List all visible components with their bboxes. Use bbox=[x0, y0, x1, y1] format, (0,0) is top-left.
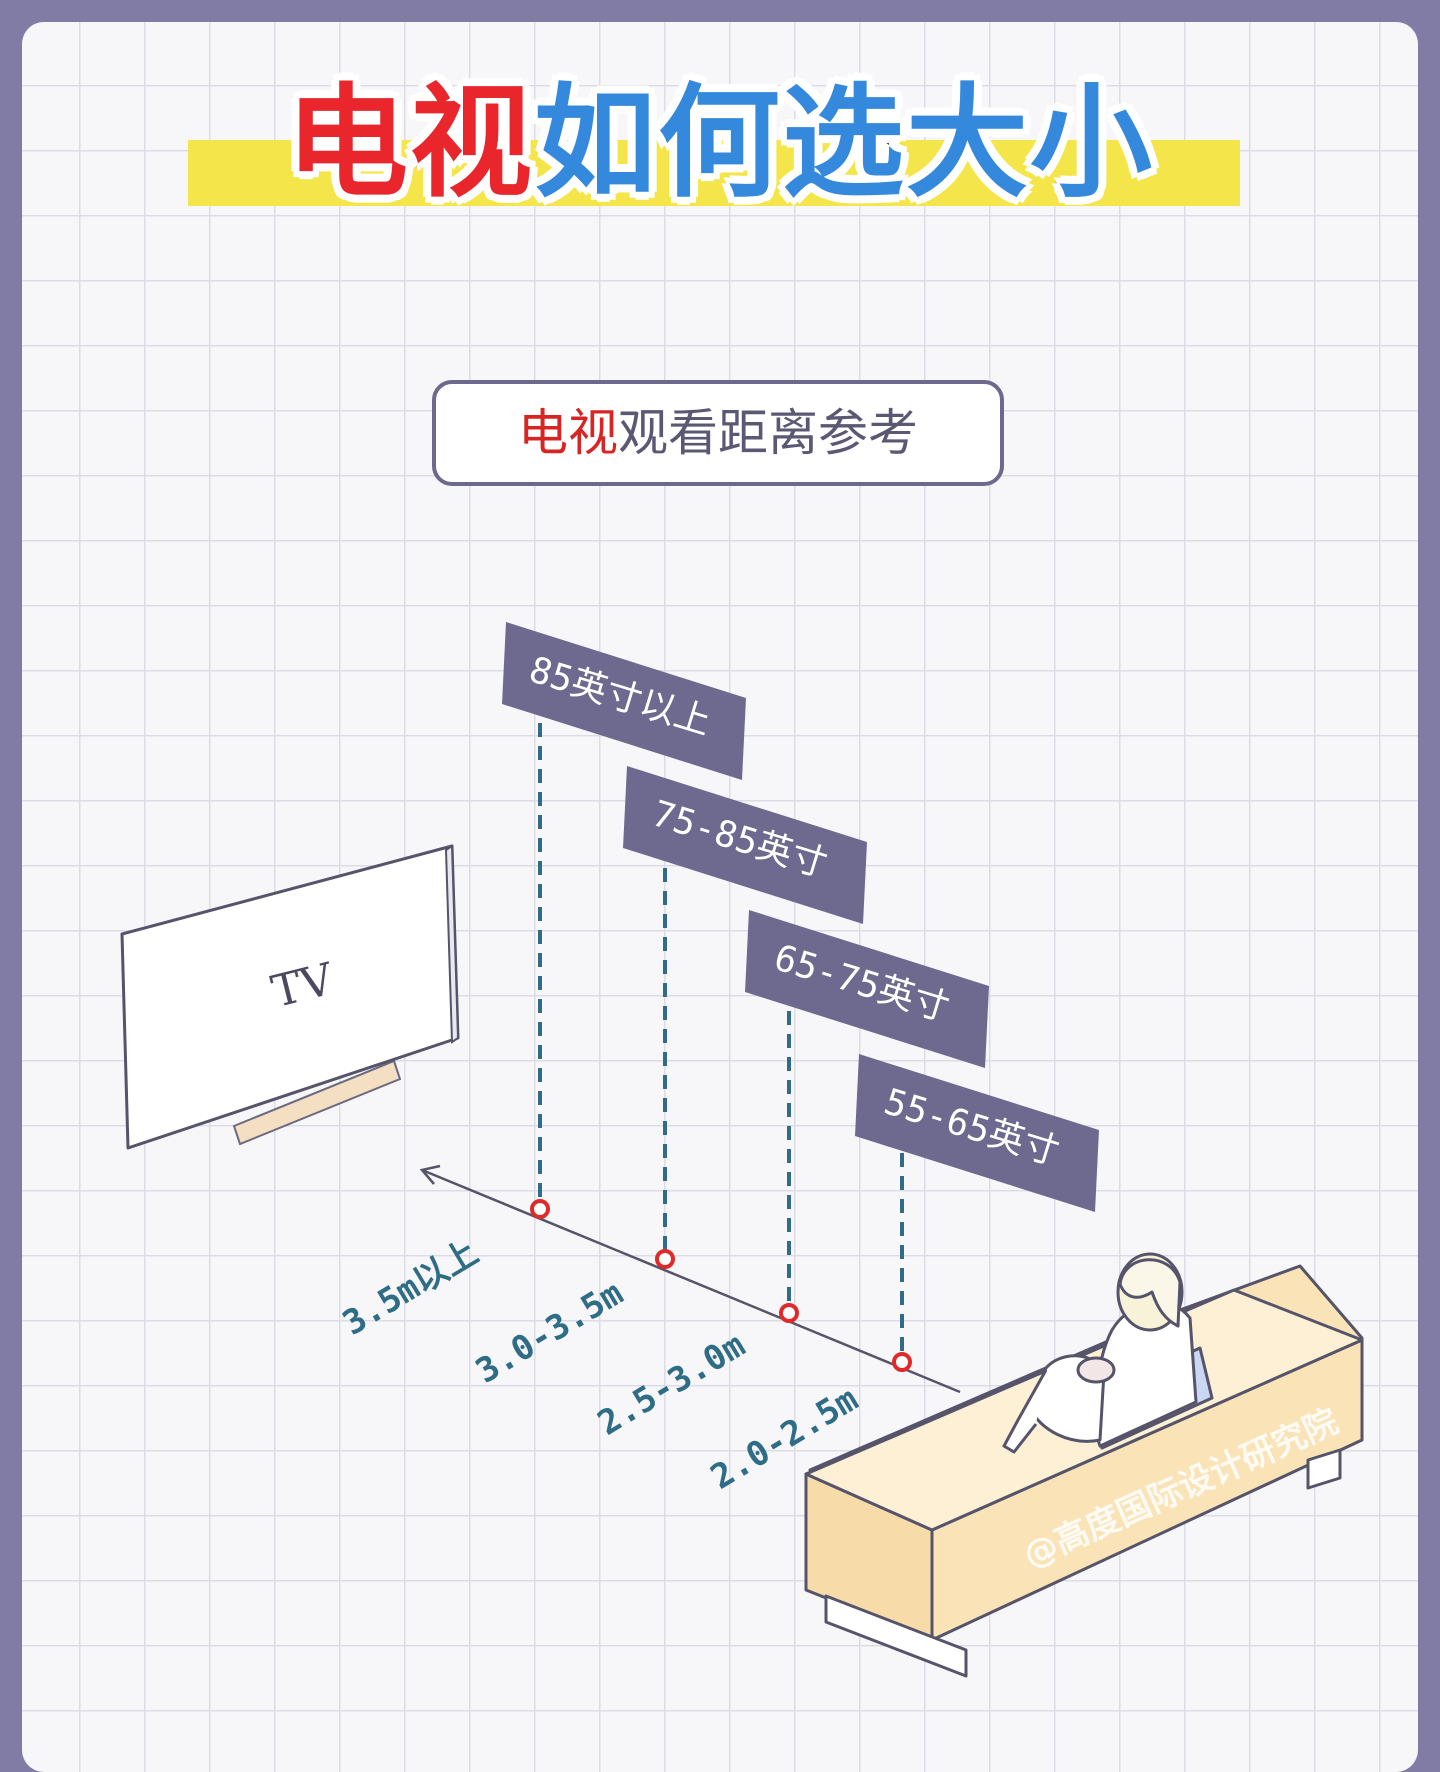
distance-markers bbox=[530, 1199, 912, 1372]
distance-label-3: 2.5-3.0m bbox=[591, 1325, 752, 1444]
title-rest: 如何选大小 bbox=[532, 70, 1155, 217]
size-tag-2: 75-85英寸 bbox=[623, 766, 867, 924]
subtitle-box: 电视观看距离参考 bbox=[432, 380, 1004, 486]
diagram-card bbox=[22, 22, 1418, 1772]
marker-3 bbox=[779, 1303, 799, 1323]
marker-1 bbox=[530, 1199, 550, 1219]
dashed-guides bbox=[538, 700, 904, 1356]
marker-2 bbox=[655, 1249, 675, 1269]
subtitle-highlight: 电视 bbox=[518, 404, 618, 462]
distance-axis bbox=[419, 1164, 961, 1394]
distance-label-1: 3.5m以上 bbox=[336, 1232, 485, 1343]
marker-4 bbox=[892, 1352, 912, 1372]
size-tag-3: 65-75英寸 bbox=[745, 910, 989, 1068]
size-tag-4: 55-65英寸 bbox=[855, 1054, 1099, 1212]
title-highlight-band bbox=[188, 140, 1240, 206]
page-title: 电视如何选大小 bbox=[0, 68, 1440, 218]
distance-label-2: 3.0-3.5m bbox=[469, 1273, 630, 1392]
sofa-illustration bbox=[804, 1252, 1364, 1678]
subtitle-rest: 观看距离参考 bbox=[618, 404, 918, 462]
distance-labels: 3.5m以上 3.0-3.5m 2.5-3.0m 2.0-2.5m bbox=[336, 1232, 865, 1497]
tv-illustration: TV bbox=[120, 844, 460, 1150]
title-highlight: 电视 bbox=[284, 70, 535, 217]
